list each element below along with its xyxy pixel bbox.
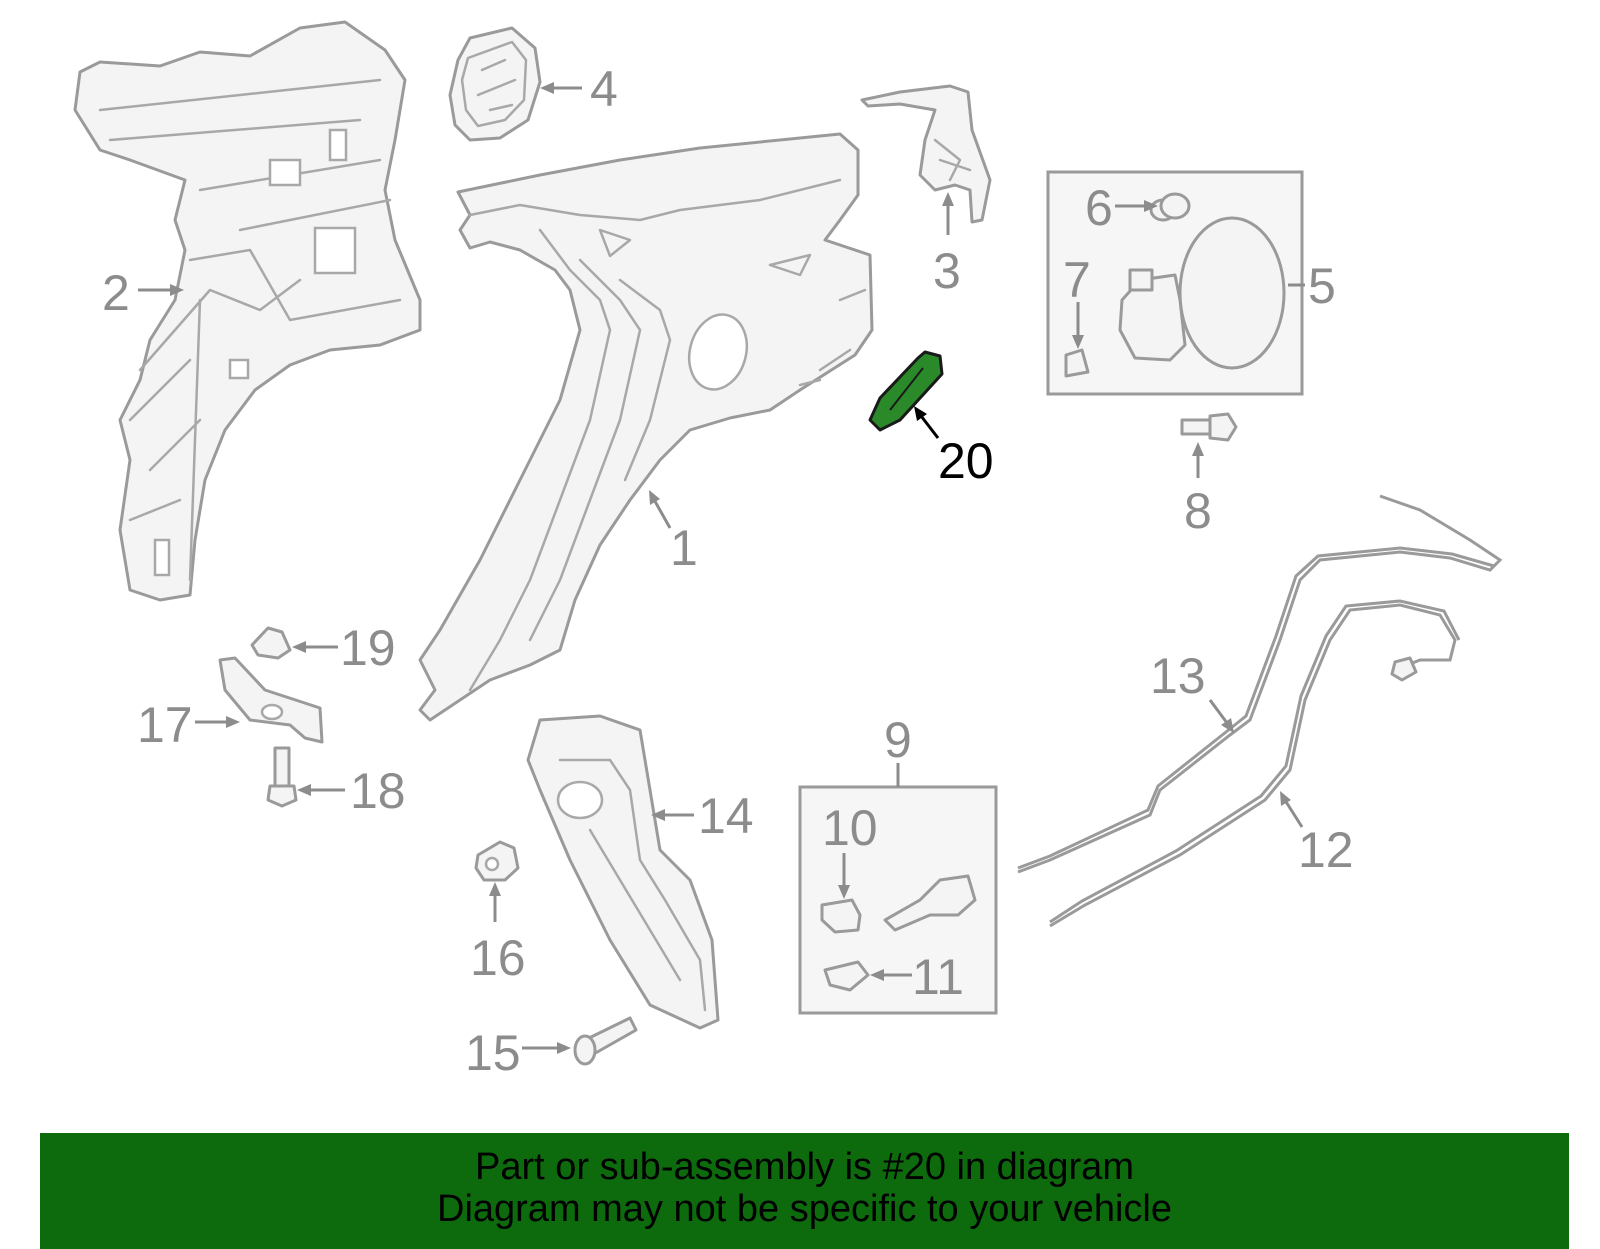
callout-18: 18 <box>350 763 406 819</box>
banner-line-disclaimer: Diagram may not be specific to your vehi… <box>437 1188 1172 1230</box>
callout-8: 8 <box>1184 483 1212 539</box>
callout-12: 12 <box>1298 822 1354 878</box>
callout-20: 20 <box>938 433 994 489</box>
part-18-screw[interactable] <box>266 746 298 808</box>
part-8-bolt[interactable] <box>1180 412 1238 442</box>
callout-16: 16 <box>470 930 526 986</box>
part-2-inner-panel[interactable] <box>73 20 422 602</box>
callout-19: 19 <box>340 620 396 676</box>
part-1-quarter-panel[interactable] <box>418 132 874 722</box>
part-5-fuel-door-assembly[interactable] <box>1046 170 1304 396</box>
callout-1: 1 <box>670 520 698 576</box>
part-4-filler-housing[interactable] <box>448 26 542 142</box>
callout-4: 4 <box>590 61 618 117</box>
callout-17: 17 <box>137 697 193 753</box>
part-3-bracket[interactable] <box>860 84 992 224</box>
part-17-bracket[interactable] <box>218 656 324 744</box>
callout-3: 3 <box>933 243 961 299</box>
part-14-liner[interactable] <box>526 714 720 1030</box>
callout-9: 9 <box>884 712 912 768</box>
callout-labels: 4 2 3 1 6 7 5 8 20 19 17 18 14 16 15 9 1… <box>102 61 1354 1081</box>
info-banner: Part or sub-assembly is #20 in diagram D… <box>40 1133 1569 1249</box>
banner-line-part: Part or sub-assembly is #20 in diagram <box>475 1146 1134 1188</box>
part-15-bolt[interactable] <box>573 1016 638 1066</box>
callout-13: 13 <box>1150 648 1206 704</box>
part-20-highlighted[interactable] <box>868 350 944 432</box>
callout-11: 11 <box>912 949 964 1005</box>
callout-7: 7 <box>1063 252 1091 308</box>
callout-14: 14 <box>698 788 754 844</box>
part-13-cable[interactable] <box>1017 494 1503 874</box>
callout-6: 6 <box>1085 180 1113 236</box>
leader-arrows <box>138 82 1305 1054</box>
callout-10: 10 <box>822 800 878 856</box>
callout-5: 5 <box>1308 258 1336 314</box>
part-19-clip[interactable] <box>250 626 292 660</box>
part-16-clip[interactable] <box>474 840 520 882</box>
callout-2: 2 <box>102 265 130 321</box>
callout-15: 15 <box>465 1025 521 1081</box>
part-12-cable[interactable] <box>1049 599 1461 928</box>
